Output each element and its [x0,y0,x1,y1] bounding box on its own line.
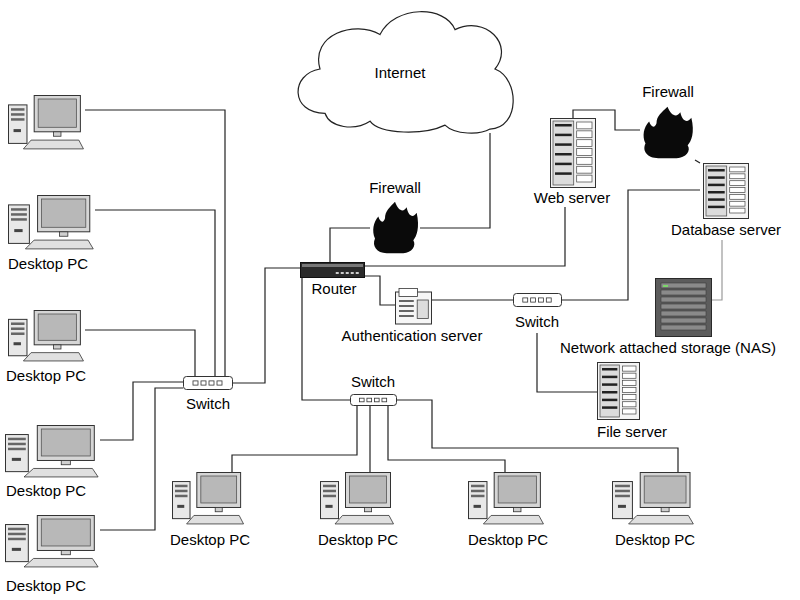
database-server: Database server [700,163,752,240]
pc-icon [468,472,545,525]
node-label: Switch [186,396,230,412]
node-label: Desktop PC [6,483,86,499]
desktop-pc: Desktop PC [468,472,545,525]
desktop-pc: Desktop PC [612,472,695,525]
pc-icon [5,425,100,478]
pc-icon [172,472,245,525]
cloud-outline [298,12,513,133]
pc-icon [8,195,95,250]
network-cable [100,382,183,440]
pc-icon [612,472,695,525]
node-label: Firewall [642,84,694,100]
network-cable [388,406,505,472]
auth-icon [395,288,432,325]
pc-icon [8,310,85,362]
node-label: Database server [671,222,781,238]
network-cable [712,240,722,300]
web-server: Web server [548,118,598,207]
desktop-pc: Desktop PC [5,425,100,478]
internet-cloud: Internet [285,5,515,133]
network-cable [85,110,225,376]
network-cable [695,160,700,163]
node-label: Desktop PC [468,532,548,548]
network-switch: Switch [183,376,233,390]
desktop-pc: Desktop PC [172,472,245,525]
network-cable [232,406,357,472]
node-label: Network attached storage (NAS) [560,340,776,356]
network-cable [420,133,490,228]
node-label: Desktop PC [6,578,86,594]
node-label: Desktop PC [615,532,695,548]
network-switch: Switch [513,293,562,333]
switch-icon [513,293,562,307]
firewall-flame [644,107,693,158]
node-label: File server [597,424,667,440]
network-cable [100,388,183,530]
firewall-icon [370,200,420,255]
node-label: Desktop PC [318,532,398,548]
network-cable [233,268,300,383]
node-label: Router [311,281,356,297]
router: Router [300,262,365,278]
network-cable [85,330,195,376]
network-cable [95,210,215,376]
network-cable [369,406,370,472]
desktop-pc: Desktop PC [5,515,100,568]
server-icon [597,362,640,420]
node-label: Desktop PC [8,256,88,272]
node-label: Desktop PC [6,368,86,384]
desktop-pc: Desktop PC [8,310,85,362]
pc-icon [5,515,100,568]
desktop-pc: Desktop PC [8,195,95,250]
switch-icon [183,376,233,390]
network-cable [365,276,395,305]
node-label: Desktop PC [170,532,250,548]
network-cable [397,400,678,472]
network-switch: Switch [350,394,397,406]
firewall-icon: Firewall [370,200,420,255]
switch-icon [350,394,397,406]
nas-icon [655,278,712,337]
firewall-flame [373,202,418,253]
firewall-icon [640,105,695,160]
firewall-icon: Firewall [640,105,695,160]
server-icon [550,118,596,188]
desktop-pc: Desktop PC [320,472,395,525]
node-label: Authentication server [342,328,483,344]
node-label: Switch [515,314,559,330]
node-label: Firewall [369,180,421,196]
network-cable [432,299,513,300]
nas-device: Network attached storage (NAS) [655,278,712,337]
pc-icon [320,472,395,525]
desktop-pc-icon [9,96,84,149]
node-label: Internet [375,65,426,81]
node-label: Web server [534,190,610,206]
router-icon [300,262,365,278]
node-label: Switch [351,374,395,390]
authentication-server: Authentication server [395,288,432,325]
network-cable [330,228,370,262]
file-server: File server [597,362,640,420]
server-icon [703,163,749,219]
